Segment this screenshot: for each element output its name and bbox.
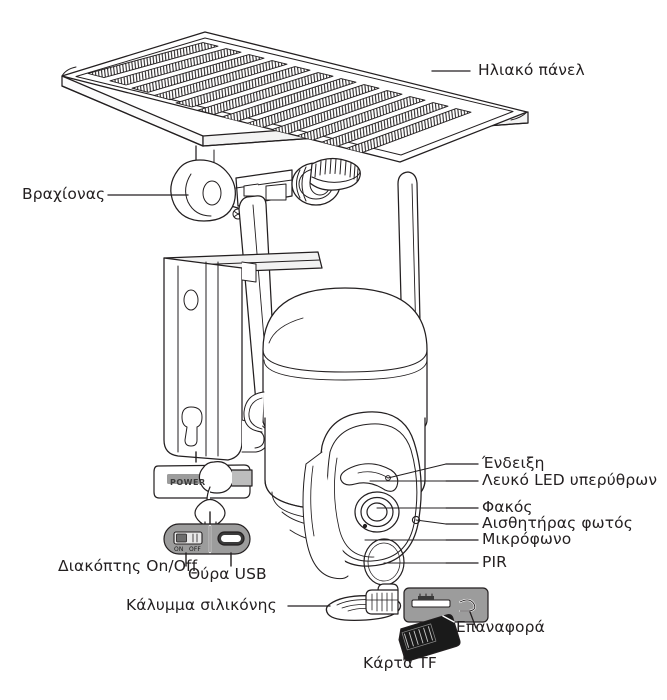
label-white-ir-led: Λευκό LED υπερύθρων [482, 471, 658, 489]
power-module-graphic [153, 451, 253, 533]
label-tf-card: Κάρτα TF [363, 654, 437, 672]
power-module-silkscreen: POWER [170, 478, 206, 487]
mount-arm-graphic [170, 145, 361, 222]
camera-body-graphic [243, 287, 428, 586]
switch-on-silkscreen: ON [174, 546, 184, 553]
label-indicator: Ένδειξη [482, 454, 545, 472]
label-pir: PIR [482, 553, 507, 571]
label-lens: Φακός [482, 498, 533, 516]
callout-leaders [107, 70, 479, 564]
label-bracket: Βραχίονας [22, 185, 106, 203]
label-usb-port: Θύρα USB [188, 565, 267, 583]
switch-usb-pod-graphic [163, 511, 251, 567]
label-microphone: Μικρόφωνο [482, 530, 572, 548]
solar-panel-graphic [61, 31, 529, 163]
label-light-sensor: Αισθητήρας φωτός [482, 514, 633, 532]
wall-bracket-graphic [163, 251, 323, 461]
tf-reset-module-graphic [365, 587, 489, 662]
label-reset: Επαναφορά [456, 618, 545, 636]
switch-off-silkscreen: OFF [189, 546, 201, 553]
label-silicone-cover: Κάλυμμα σιλικόνης [126, 596, 277, 614]
label-on-off-switch: Διακόπτης On/Off [58, 557, 198, 575]
label-solar-panel: Ηλιακό πάνελ [478, 61, 585, 79]
